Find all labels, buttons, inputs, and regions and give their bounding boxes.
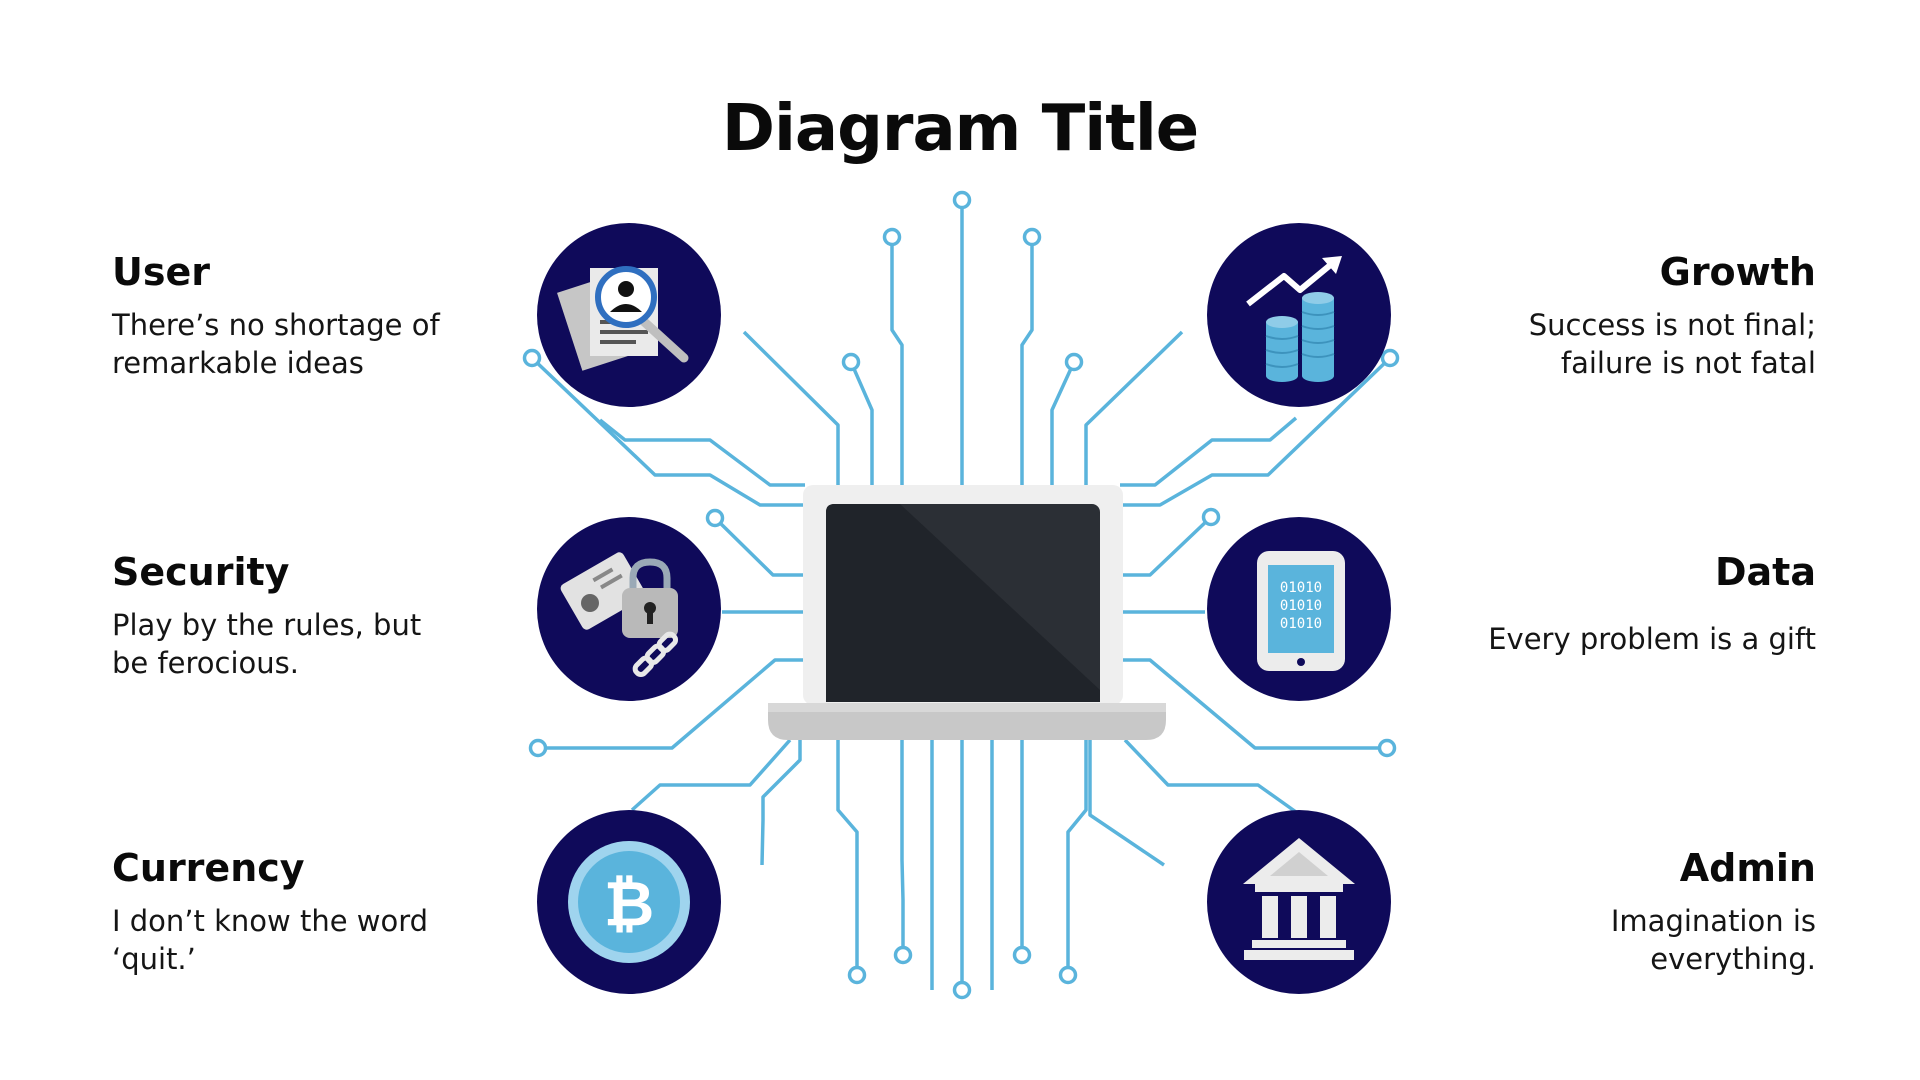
currency-label: Currency I don’t know the word ‘quit.’ — [112, 846, 492, 978]
laptop-icon — [768, 485, 1166, 740]
growth-title: Growth — [1659, 250, 1816, 294]
circuit-trace — [1120, 356, 1392, 507]
svg-text:₿: ₿ — [604, 867, 655, 940]
circuit-terminal — [1380, 348, 1400, 368]
circuit-terminal — [1058, 965, 1078, 985]
circuit-terminal — [1377, 738, 1397, 758]
circuit-trace — [538, 658, 805, 750]
growth-chart-icon — [1246, 256, 1342, 382]
circuit-trace — [630, 738, 792, 812]
circuit-traces — [530, 200, 1392, 990]
circuit-terminal — [705, 508, 725, 528]
admin-description: Imagination is everything. — [1610, 903, 1816, 976]
user-title: User — [112, 250, 210, 294]
circuit-trace — [836, 740, 859, 975]
bank-building-icon — [1243, 838, 1355, 960]
circuit-terminal — [1022, 227, 1042, 247]
circuit-terminal — [952, 980, 972, 1000]
data-label: Data Every problem is a gift — [1436, 550, 1816, 658]
circuit-trace — [1120, 658, 1387, 750]
circuit-trace — [1120, 515, 1213, 577]
currency-title: Currency — [112, 846, 305, 890]
circuit-trace — [1020, 237, 1034, 485]
bitcoin-icon: ₿ — [568, 841, 690, 963]
admin-title: Admin — [1679, 846, 1816, 890]
circuit-terminal — [952, 190, 972, 210]
circuit-trace — [713, 516, 805, 577]
data-title: Data — [1715, 550, 1816, 594]
circuit-trace — [1066, 740, 1088, 975]
circuit-trace — [1120, 416, 1298, 487]
security-description: Play by the rules, but be ferocious. — [112, 607, 422, 680]
growth-node-circle — [1207, 223, 1391, 407]
circuit-terminal — [841, 352, 861, 372]
circuit-trace — [1050, 361, 1076, 485]
circuit-trace — [1123, 738, 1298, 814]
circuit-trace — [760, 740, 802, 866]
user-search-icon — [557, 266, 689, 371]
circuit-terminal — [847, 965, 867, 985]
circuit-terminal — [1012, 945, 1032, 965]
growth-description: Success is not final; failure is not fat… — [1528, 307, 1816, 380]
user-description: There’s no shortage of remarkable ideas — [112, 307, 440, 380]
circuit-trace — [742, 330, 840, 485]
admin-label: Admin Imagination is everything. — [1436, 846, 1816, 978]
circuit-trace — [849, 361, 874, 485]
circuit-trace — [900, 740, 905, 955]
circuit-trace — [598, 418, 805, 487]
circuit-terminal — [528, 738, 548, 758]
user-label: User There’s no shortage of remarkable i… — [112, 250, 492, 382]
diagram-title: Diagram Title — [721, 92, 1199, 166]
data-description: Every problem is a gift — [1488, 621, 1816, 656]
binary-tablet-icon: 01010 01010 01010 — [1257, 551, 1345, 671]
circuit-trace — [1088, 740, 1165, 867]
binary-line: 01010 — [1280, 598, 1322, 614]
circuit-terminal — [1201, 507, 1221, 527]
currency-description: I don’t know the word ‘quit.’ — [112, 903, 429, 976]
security-title: Security — [112, 550, 290, 594]
security-label: Security Play by the rules, but be feroc… — [112, 550, 492, 682]
binary-line: 01010 — [1280, 616, 1322, 632]
circuit-trace — [530, 356, 805, 507]
circuit-terminal — [893, 945, 913, 965]
circuit-trace — [890, 237, 904, 485]
growth-label: Growth Success is not final; failure is … — [1436, 250, 1816, 382]
id-card-padlock-icon — [560, 552, 679, 678]
binary-line: 01010 — [1280, 580, 1322, 596]
circuit-terminal — [882, 227, 902, 247]
circuit-terminals — [522, 190, 1400, 1000]
circuit-trace — [1084, 330, 1184, 485]
circuit-terminal — [522, 348, 542, 368]
circuit-terminal — [1064, 352, 1084, 372]
